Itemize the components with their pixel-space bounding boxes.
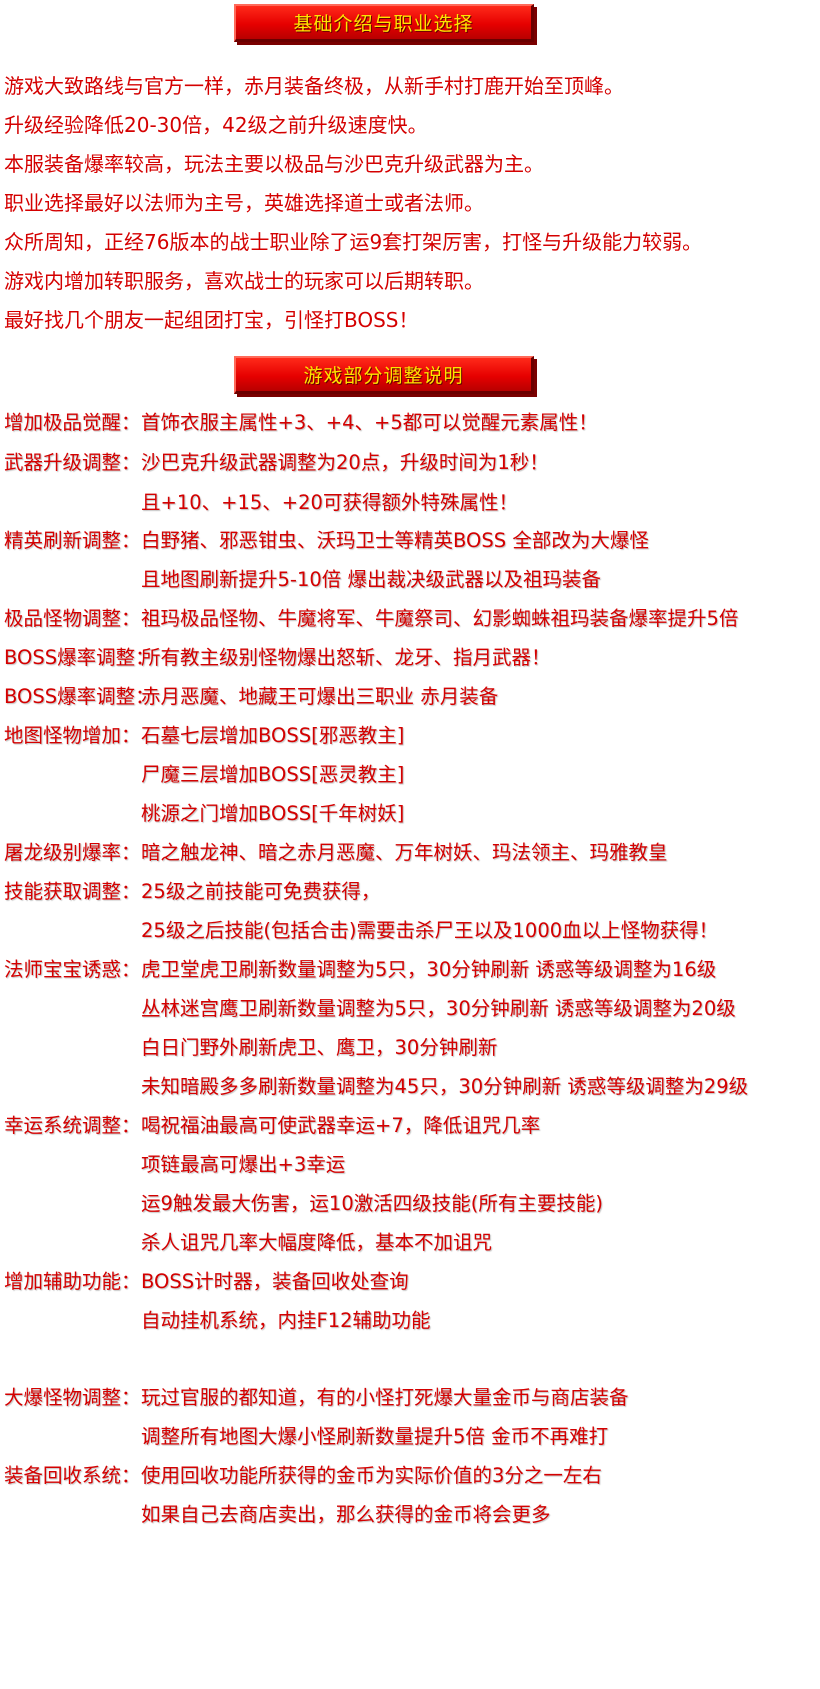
adjust-value: 玩过官服的都知道，有的小怪打死爆大量金币与商店装备	[141, 1386, 629, 1409]
adjust-value: 白野猪、邪恶钳虫、沃玛卫士等精英BOSS 全部改为大爆怪	[141, 529, 649, 552]
adjust-label: 技能获取调整：	[4, 880, 141, 903]
adjust-value: 沙巴克升级武器调整为20点，升级时间为1秒！	[141, 451, 549, 474]
adjust-label: 大爆怪物调整：	[4, 1386, 141, 1409]
adjust-label: 极品怪物调整：	[4, 607, 141, 630]
adjust-label: BOSS爆率调整：	[4, 685, 155, 708]
section-banner-basics: 基础介绍与职业选择	[234, 4, 534, 42]
adjust-label: 屠龙级别爆率：	[4, 841, 141, 864]
adjust-value: 使用回收功能所获得的金币为实际价值的3分之一左右	[141, 1464, 602, 1487]
adjust-label: 增加极品觉醒：	[4, 411, 141, 434]
adjust-label: 装备回收系统：	[4, 1464, 141, 1487]
adjust-value: 如果自己去商店卖出，那么获得的金币将会更多	[141, 1503, 551, 1526]
adjust-label: 法师宝宝诱惑：	[4, 958, 141, 981]
adjust-value: 尸魔三层增加BOSS[恶灵教主]	[141, 763, 405, 786]
adjust-label: 增加辅助功能：	[4, 1270, 141, 1293]
adjust-value: 且地图刷新提升5-10倍 爆出裁决级武器以及祖玛装备	[141, 568, 601, 591]
adjust-value: 虎卫堂虎卫刷新数量调整为5只，30分钟刷新 诱惑等级调整为16级	[141, 958, 717, 981]
adjust-value: 赤月恶魔、地藏王可爆出三职业 赤月装备	[141, 685, 499, 708]
adjust-value: 杀人诅咒几率大幅度降低，基本不加诅咒	[141, 1231, 493, 1254]
intro-line: 众所周知，正经76版本的战士职业除了运9套打架厉害，打怪与升级能力较弱。	[4, 230, 703, 254]
adjust-label: BOSS爆率调整：	[4, 646, 155, 669]
adjust-value: 祖玛极品怪物、牛魔将军、牛魔祭司、幻影蜘蛛祖玛装备爆率提升5倍	[141, 607, 739, 630]
adjust-value: 暗之触龙神、暗之赤月恶魔、万年树妖、玛法领主、玛雅教皇	[141, 841, 668, 864]
adjust-value: 自动挂机系统，内挂F12辅助功能	[141, 1309, 431, 1332]
adjust-value: 且+10、+15、+20可获得额外特殊属性！	[141, 491, 518, 514]
adjust-value: 所有教主级别怪物爆出怒斩、龙牙、指月武器！	[141, 646, 551, 669]
adjust-value: 项链最高可爆出+3幸运	[141, 1153, 346, 1176]
adjust-value: 白日门野外刷新虎卫、鹰卫，30分钟刷新	[141, 1036, 498, 1059]
adjust-value: 未知暗殿多多刷新数量调整为45只，30分钟刷新 诱惑等级调整为29级	[141, 1075, 749, 1098]
section-banner-adjustments: 游戏部分调整说明	[234, 356, 534, 394]
intro-line: 本服装备爆率较高，玩法主要以极品与沙巴克升级武器为主。	[4, 152, 544, 176]
adjust-label: 幸运系统调整：	[4, 1114, 141, 1137]
adjust-value: 调整所有地图大爆小怪刷新数量提升5倍 金币不再难打	[141, 1425, 609, 1448]
adjust-value: 喝祝福油最高可使武器幸运+7，降低诅咒几率	[141, 1114, 541, 1137]
adjust-value: 丛林迷宫鹰卫刷新数量调整为5只，30分钟刷新 诱惑等级调整为20级	[141, 997, 736, 1020]
intro-line: 游戏内增加转职服务，喜欢战士的玩家可以后期转职。	[4, 269, 484, 293]
adjust-label: 地图怪物增加：	[4, 724, 141, 747]
intro-line: 最好找几个朋友一起组团打宝，引怪打BOSS！	[4, 308, 419, 332]
intro-line: 升级经验降低20-30倍，42级之前升级速度快。	[4, 113, 428, 137]
intro-line: 游戏大致路线与官方一样，赤月装备终极，从新手村打鹿开始至顶峰。	[4, 74, 624, 98]
adjust-value: 运9触发最大伤害，运10激活四级技能(所有主要技能)	[141, 1192, 603, 1215]
adjust-label: 精英刷新调整：	[4, 529, 141, 552]
adjust-value: 25级之后技能(包括合击)需要击杀尸王以及1000血以上怪物获得！	[141, 919, 719, 942]
adjust-value: 石墓七层增加BOSS[邪恶教主]	[141, 724, 405, 747]
adjust-value: 25级之前技能可免费获得，	[141, 880, 381, 903]
adjust-label: 武器升级调整：	[4, 451, 141, 474]
adjust-value: 桃源之门增加BOSS[千年树妖]	[141, 802, 405, 825]
intro-line: 职业选择最好以法师为主号，英雄选择道士或者法师。	[4, 191, 484, 215]
adjust-value: 首饰衣服主属性+3、+4、+5都可以觉醒元素属性！	[141, 411, 598, 434]
adjust-value: BOSS计时器，装备回收处查询	[141, 1270, 409, 1293]
